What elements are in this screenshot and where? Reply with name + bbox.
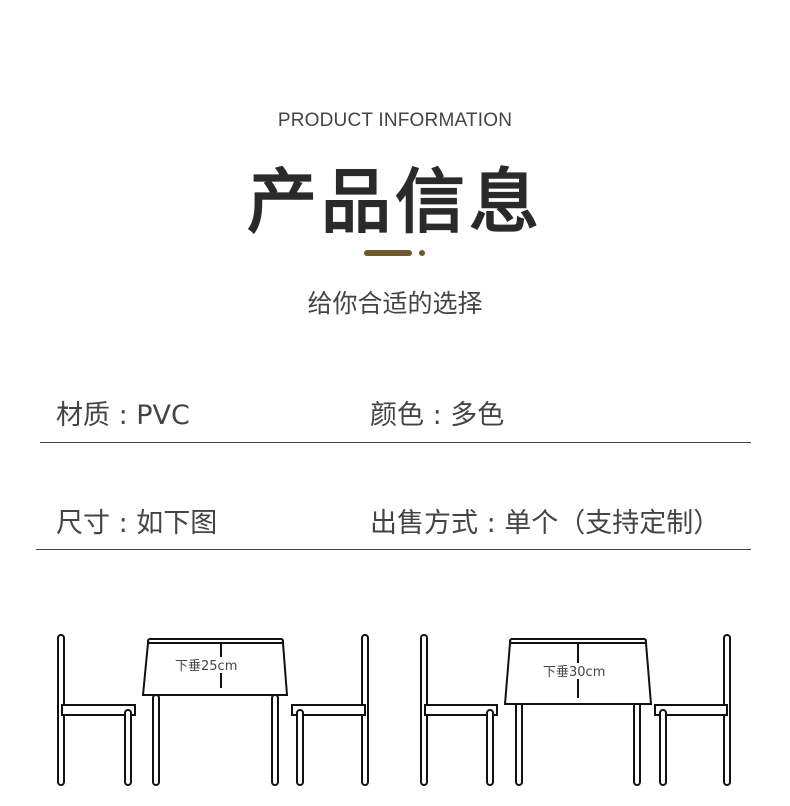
- divider: [36, 549, 751, 550]
- chair-leg: [659, 709, 667, 786]
- chair-seat: [424, 704, 498, 716]
- accent-bar: [364, 250, 412, 256]
- spec-sale-method: 出售方式 : 单个（支持定制）: [370, 508, 721, 539]
- table-leg: [633, 701, 641, 786]
- divider: [40, 442, 751, 443]
- table-top: [509, 638, 647, 644]
- tagline: 给你合适的选择: [307, 289, 483, 318]
- table-leg: [515, 701, 523, 786]
- table-leg: [271, 694, 279, 786]
- chair-leg: [486, 709, 494, 786]
- chair-seat: [61, 704, 136, 716]
- chair-seat: [291, 704, 366, 716]
- spec-size: 尺寸 : 如下图: [56, 508, 218, 539]
- page-title: 产品信息: [247, 161, 543, 243]
- spec-color: 颜色 : 多色: [370, 400, 505, 431]
- chair-seat: [654, 704, 728, 716]
- drop-label-25: 下垂25cm: [175, 659, 237, 674]
- table-drop-diagrams: 下垂25cm 下垂30cm: [57, 634, 731, 786]
- spec-material: 材质 : PVC: [56, 400, 190, 431]
- table-top: [147, 638, 284, 644]
- table-leg: [152, 694, 160, 786]
- diagram-30cm: [420, 634, 731, 786]
- accent-dot: [419, 250, 425, 256]
- drop-label-30: 下垂30cm: [543, 665, 605, 680]
- chair-leg: [296, 709, 304, 786]
- subtitle-english: PRODUCT INFORMATION: [277, 110, 513, 131]
- chair-leg: [124, 709, 132, 786]
